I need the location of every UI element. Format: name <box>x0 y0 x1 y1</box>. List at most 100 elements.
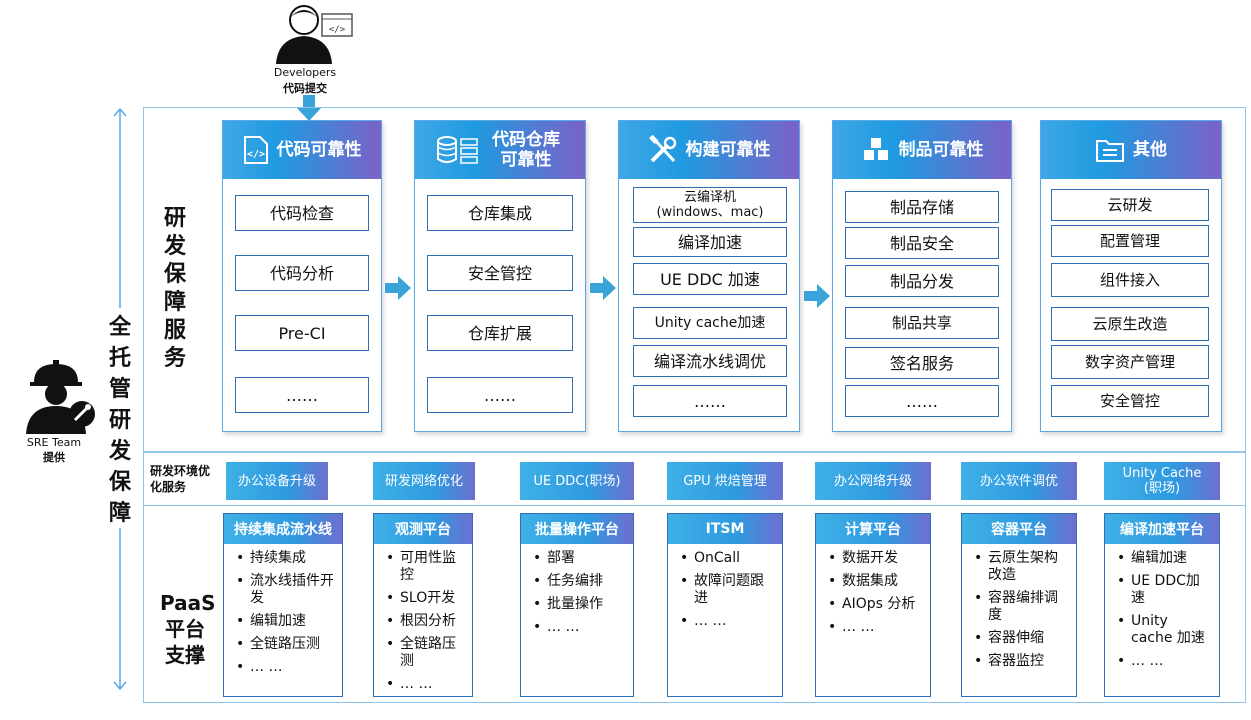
column-title: 代码可靠性 <box>276 140 362 160</box>
list-item: 制品分发 <box>845 265 999 297</box>
list-item: 数字资产管理 <box>1051 345 1209 379</box>
column-artifact-reliability: 制品可靠性 制品存储 制品安全 制品分发 制品共享 签名服务 …… <box>832 120 1012 432</box>
column-title: 制品可靠性 <box>898 140 984 160</box>
rd-assurance-frame <box>143 107 1246 452</box>
list-item: Unity cache加速 <box>633 307 787 339</box>
list-item: 编辑加速 <box>1117 550 1213 567</box>
list-item: 仓库扩展 <box>427 315 573 351</box>
list-item: 部署 <box>533 550 627 567</box>
list-item: … … <box>236 659 336 676</box>
column-repo-reliability: 代码仓库可靠性 仓库集成 安全管控 仓库扩展 …… <box>414 120 586 432</box>
env-item: 办公设备升级 <box>226 462 328 500</box>
list-item: Unity cache 加速 <box>1117 613 1213 647</box>
list-item: 编译加速 <box>633 227 787 257</box>
paas-card: 计算平台 数据开发 数据集成 AIOps 分析 … … <box>815 513 931 697</box>
list-item: 编辑加速 <box>236 613 336 630</box>
list-item: 批量操作 <box>533 596 627 613</box>
list-item: 制品共享 <box>845 307 999 339</box>
env-item: UE DDC(职场) <box>520 462 634 500</box>
list-item: 云研发 <box>1051 189 1209 221</box>
list-item: …… <box>845 385 999 417</box>
list-item: 根因分析 <box>386 613 466 630</box>
flow-arrow <box>385 276 411 304</box>
env-item: 办公网络升级 <box>815 462 931 500</box>
column-other: 其他 云研发 配置管理 组件接入 云原生改造 数字资产管理 安全管控 <box>1040 120 1222 432</box>
section-paas: PaaS平台支撑 <box>160 591 216 667</box>
list-item: 全链路压测 <box>386 636 466 670</box>
paas-card-title: 容器平台 <box>962 514 1076 544</box>
side-axis-arrow <box>110 107 130 691</box>
column-build-reliability: 构建可靠性 云编译机 (windows、mac) 编译加速 UE DDC 加速 … <box>618 120 800 432</box>
env-item: GPU 烘焙管理 <box>667 462 783 500</box>
column-code-reliability: </> 代码可靠性 代码检查 代码分析 Pre-CI …… <box>222 120 382 432</box>
list-item: 任务编排 <box>533 573 627 590</box>
list-item: UE DDC加速 <box>1117 573 1213 607</box>
list-item: SLO开发 <box>386 590 466 607</box>
paas-card-title: ITSM <box>668 514 782 544</box>
svg-text:</>: </> <box>329 25 346 35</box>
list-item: … … <box>386 676 466 693</box>
env-frame <box>143 452 1246 506</box>
list-item: Pre-CI <box>235 315 369 351</box>
list-item: 配置管理 <box>1051 225 1209 257</box>
list-item: 容器编排调度 <box>974 590 1070 624</box>
section-rd-assurance: 研发保障服务 <box>163 206 186 371</box>
developer-down-arrow <box>296 95 322 125</box>
list-item: AIOps 分析 <box>828 596 924 613</box>
developer-label-zh: 代码提交 <box>283 82 327 95</box>
list-item: … … <box>828 619 924 636</box>
cubes-icon <box>861 136 891 164</box>
paas-card-title: 计算平台 <box>816 514 930 544</box>
section-env: 研发环境优化服务 <box>150 464 211 494</box>
folder-icon <box>1095 137 1125 163</box>
env-item: 办公软件调优 <box>961 462 1077 500</box>
paas-card-title: 观测平台 <box>374 514 472 544</box>
list-item: 全链路压测 <box>236 636 336 653</box>
list-item: 容器伸缩 <box>974 630 1070 647</box>
column-title: 构建可靠性 <box>685 140 771 160</box>
list-item: … … <box>1117 653 1213 670</box>
paas-card-title: 编译加速平台 <box>1105 514 1219 544</box>
list-item: …… <box>633 385 787 417</box>
list-item: OnCall <box>680 550 776 567</box>
list-item: …… <box>427 377 573 413</box>
paas-card: 观测平台 可用性监控 SLO开发 根因分析 全链路压测 … … <box>373 513 473 697</box>
list-item: 安全管控 <box>427 255 573 291</box>
list-item: UE DDC 加速 <box>633 263 787 295</box>
list-item: 制品安全 <box>845 227 999 259</box>
list-item: 制品存储 <box>845 191 999 223</box>
paas-card: ITSM OnCall 故障问题跟进 … … <box>667 513 783 697</box>
side-title: 全托管研发保障 <box>108 315 131 526</box>
list-item: 云原生架构改造 <box>974 550 1070 584</box>
flow-arrow <box>590 276 616 304</box>
env-item: Unity Cache (职场) <box>1104 462 1220 500</box>
list-item: 安全管控 <box>1051 385 1209 417</box>
list-item: …… <box>235 377 369 413</box>
list-item: 云编译机 (windows、mac) <box>633 187 787 223</box>
env-item: 研发网络优化 <box>373 462 475 500</box>
sre-label-en: SRE Team <box>26 436 82 449</box>
paas-card: 持续集成流水线 持续集成 流水线插件开发 编辑加速 全链路压测 … … <box>223 513 343 697</box>
list-item: 编译流水线调优 <box>633 345 787 377</box>
paas-card-title: 持续集成流水线 <box>224 514 342 544</box>
list-item: … … <box>680 613 776 630</box>
list-item: 持续集成 <box>236 550 336 567</box>
sre-worker-icon <box>20 358 100 434</box>
database-icon <box>436 135 480 165</box>
svg-text:</>: </> <box>246 149 264 160</box>
list-item: 数据集成 <box>828 573 924 590</box>
code-file-icon: </> <box>243 135 269 165</box>
list-item: 流水线插件开发 <box>236 573 336 607</box>
sre-label-zh: 提供 <box>43 451 65 464</box>
list-item: … … <box>533 619 627 636</box>
column-title: 其他 <box>1133 140 1167 160</box>
list-item: 组件接入 <box>1051 263 1209 297</box>
list-item: 仓库集成 <box>427 195 573 231</box>
list-item: 云原生改造 <box>1051 307 1209 341</box>
paas-card: 批量操作平台 部署 任务编排 批量操作 … … <box>520 513 634 697</box>
column-title: 代码仓库可靠性 <box>492 130 560 170</box>
list-item: 数据开发 <box>828 550 924 567</box>
paas-card-title: 批量操作平台 <box>521 514 633 544</box>
list-item: 容器监控 <box>974 653 1070 670</box>
list-item: 代码分析 <box>235 255 369 291</box>
